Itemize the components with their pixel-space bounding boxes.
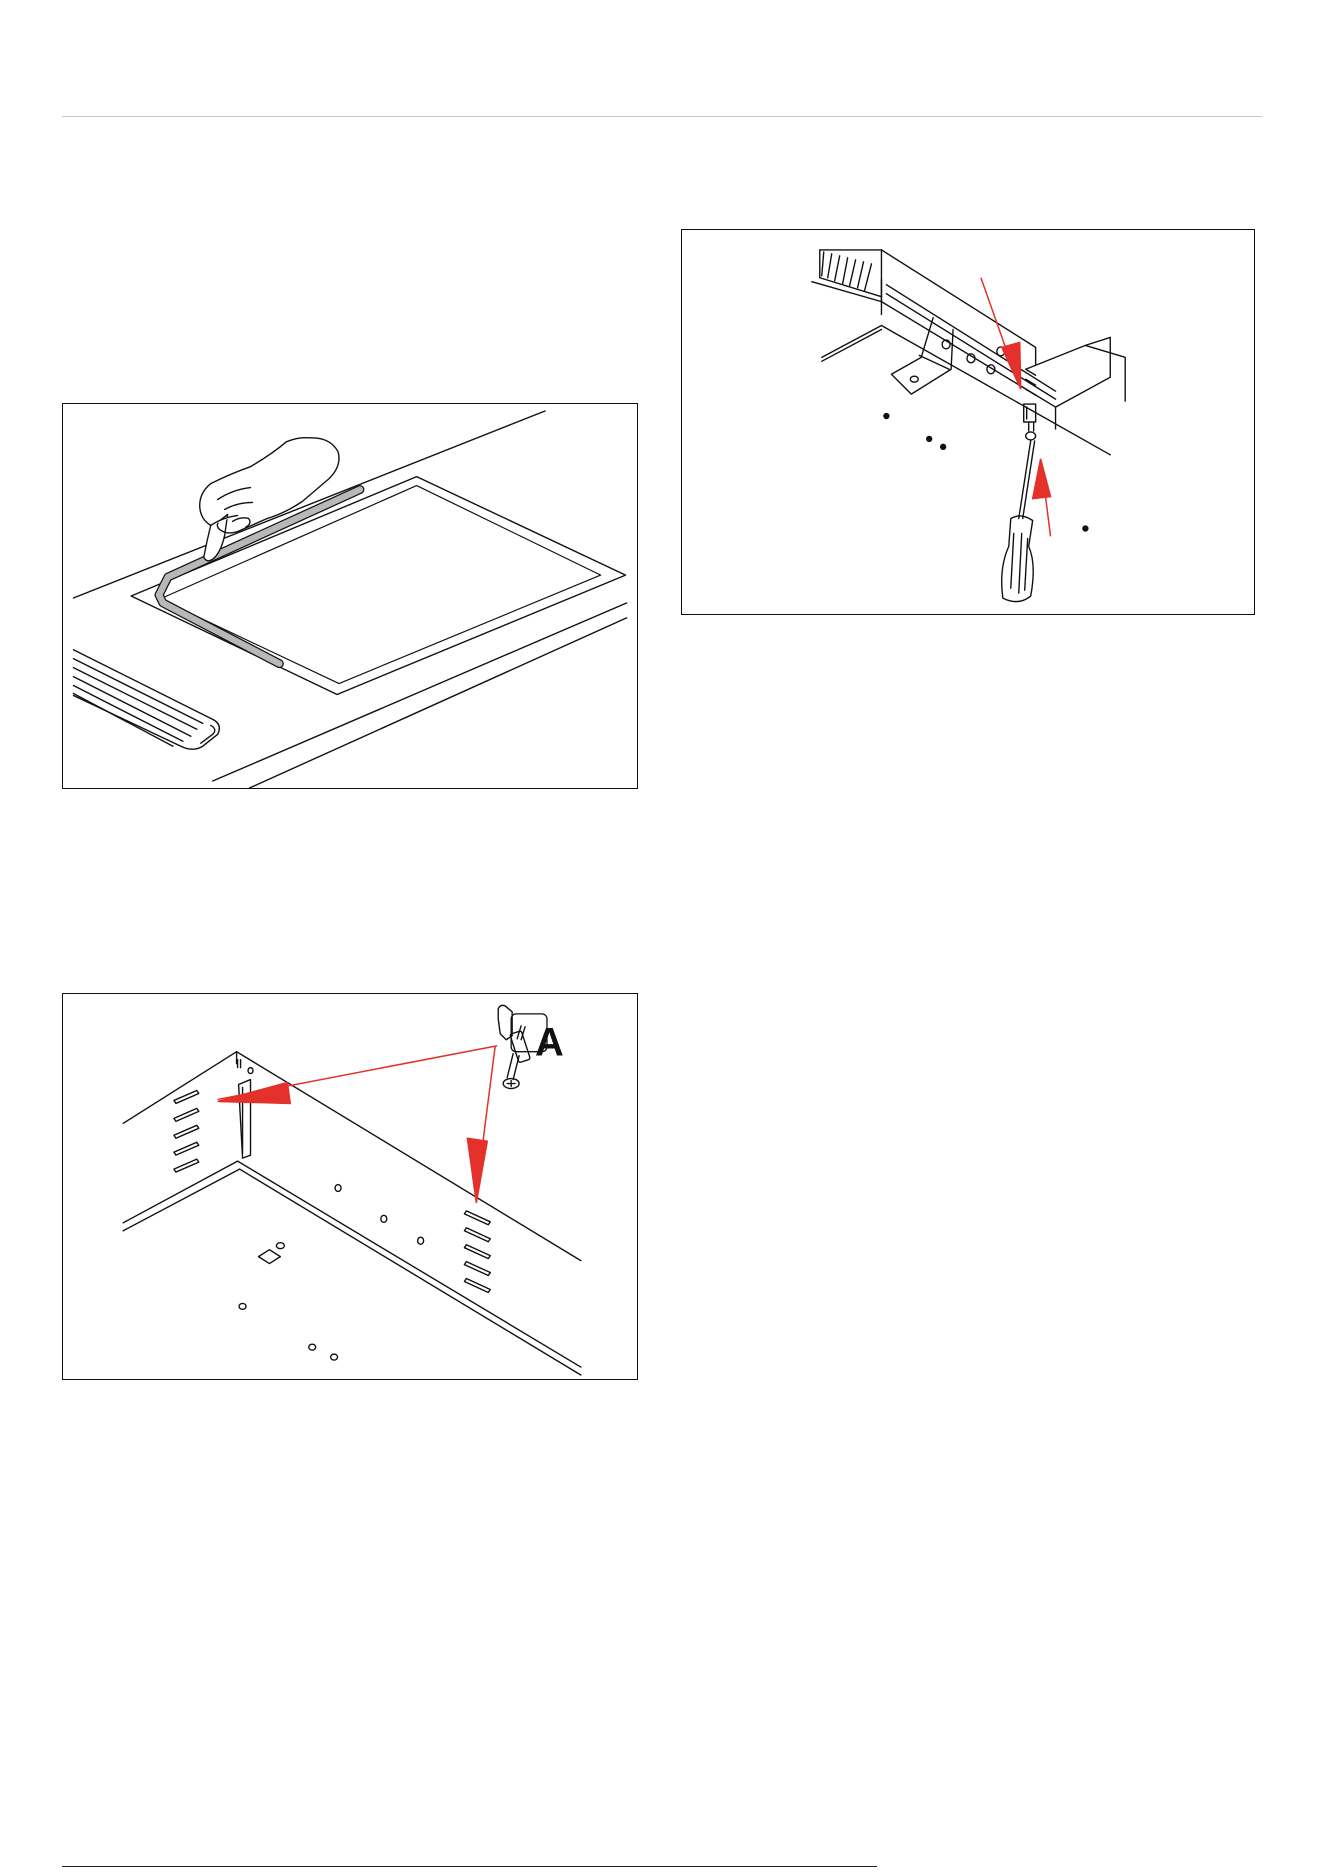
gasket-illustration: [63, 404, 637, 788]
screwdriver-illustration: [682, 230, 1254, 614]
callout-label-a: A: [535, 1021, 564, 1065]
figure-clamp-positions: A: [62, 993, 638, 1380]
header-rule: [62, 116, 1262, 117]
figure-clamp-screw-tightening: [681, 229, 1255, 615]
figure-gasket-fitting: [62, 403, 638, 789]
clamp-illustration: A: [63, 994, 637, 1379]
footer-rule: [62, 1866, 877, 1867]
